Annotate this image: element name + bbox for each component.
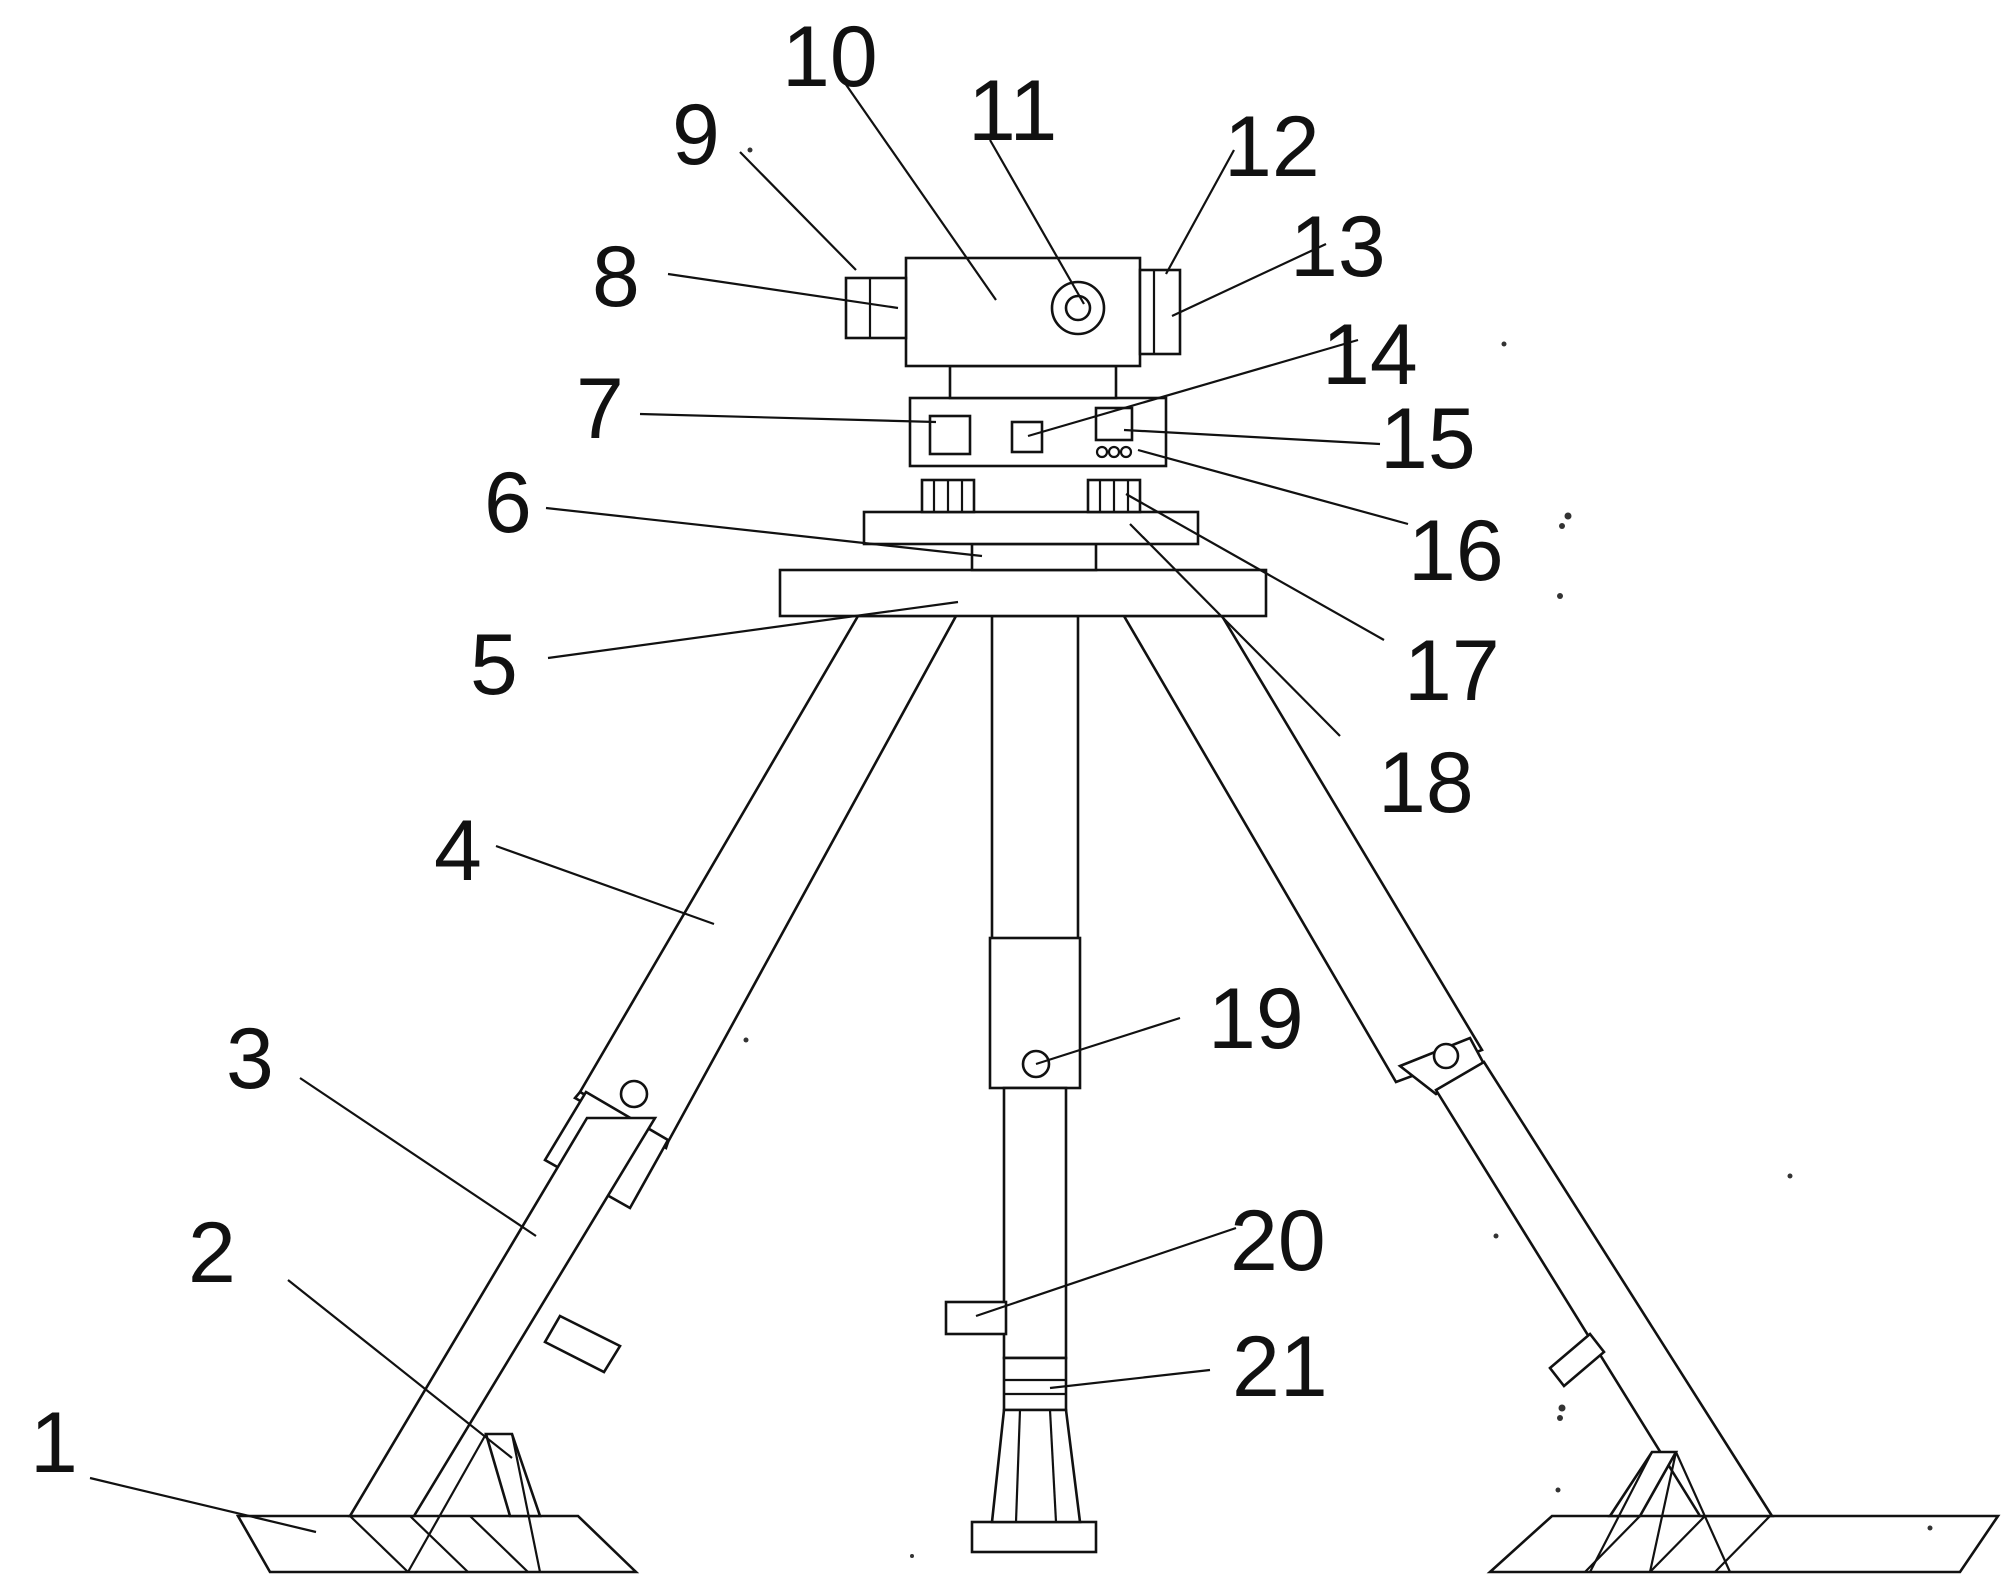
center-leg-foot-tip — [990, 1356, 1082, 1524]
left-leg-pedal — [543, 1314, 622, 1374]
focus-knob[interactable] — [1050, 280, 1106, 336]
label-2: 2 — [188, 1205, 236, 1301]
control-box-left-module — [928, 414, 972, 456]
label-1: 1 — [30, 1395, 78, 1491]
label-16: 16 — [1408, 503, 1504, 599]
tripod-head-plate — [778, 568, 1268, 618]
center-column — [970, 542, 1098, 572]
objective-right — [1138, 268, 1182, 356]
left-leg-lock-knob[interactable] — [619, 1079, 649, 1109]
leveling-screw-left[interactable] — [920, 478, 976, 514]
label-17: 17 — [1404, 623, 1500, 719]
control-box-sensor — [1010, 420, 1044, 454]
label-11: 11 — [968, 63, 1057, 159]
left-leg-brace — [407, 1432, 542, 1573]
label-14: 14 — [1322, 307, 1418, 403]
label-12: 12 — [1224, 99, 1320, 195]
part-labels: 1 2 3 4 5 6 7 8 9 10 11 12 13 14 15 16 1… — [30, 9, 1504, 1491]
label-18: 18 — [1378, 735, 1474, 831]
leader-lines — [89, 75, 1409, 1534]
center-leg-clamp-sleeve — [988, 936, 1082, 1090]
base-plate — [862, 510, 1200, 546]
label-3: 3 — [226, 1011, 274, 1107]
control-button-3[interactable] — [1119, 445, 1133, 459]
center-foot-pad — [970, 1520, 1098, 1554]
label-15: 15 — [1380, 391, 1476, 487]
label-20: 20 — [1230, 1193, 1326, 1289]
right-foot-plate — [1486, 1514, 2001, 1574]
label-8: 8 — [592, 229, 640, 325]
label-9: 9 — [672, 87, 720, 183]
center-leg-lower — [1002, 1086, 1068, 1360]
label-13: 13 — [1290, 199, 1386, 295]
right-leg-lock-knob[interactable] — [1432, 1042, 1460, 1070]
left-foot-plate — [235, 1514, 640, 1574]
left-leg-upper — [578, 614, 959, 1144]
label-7: 7 — [576, 361, 624, 457]
left-leg-lower — [347, 1116, 658, 1518]
label-4: 4 — [434, 803, 482, 899]
label-10: 10 — [782, 9, 878, 105]
center-leg-pedal — [944, 1300, 1008, 1336]
scan-specks — [743, 147, 1933, 1558]
right-leg-lower — [1434, 1060, 1775, 1518]
leveling-screw-right[interactable] — [1086, 478, 1142, 514]
control-button-1[interactable] — [1095, 445, 1109, 459]
label-19: 19 — [1208, 971, 1304, 1067]
label-6: 6 — [484, 455, 532, 551]
right-leg-brace — [1589, 1450, 1732, 1573]
right-leg-pedal — [1548, 1332, 1606, 1388]
label-5: 5 — [470, 617, 518, 713]
control-button-2[interactable] — [1107, 445, 1121, 459]
display-screen — [1094, 406, 1134, 442]
telescope-neck — [948, 364, 1118, 400]
label-21: 21 — [1232, 1319, 1328, 1415]
